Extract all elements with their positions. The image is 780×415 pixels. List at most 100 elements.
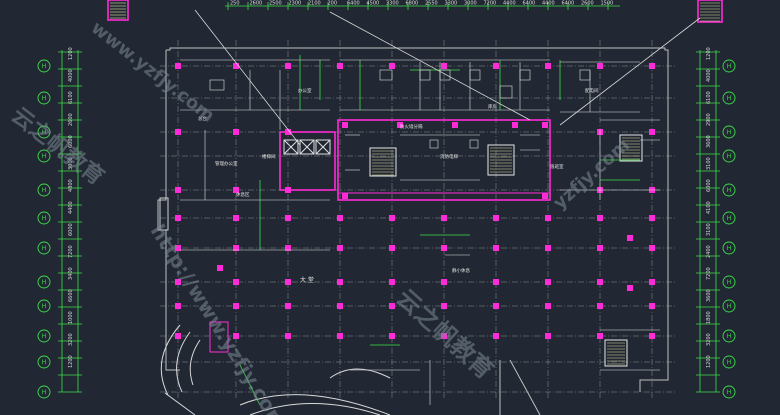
column-marker — [175, 245, 181, 251]
axis-bubble — [37, 59, 51, 73]
column-marker — [597, 245, 603, 251]
axis-letter: H — [727, 245, 732, 252]
label-room-3: 库房 — [488, 103, 497, 110]
column-marker — [233, 303, 239, 309]
column-marker — [441, 245, 447, 251]
axis-bubble — [37, 385, 51, 399]
axis-letter: H — [727, 303, 732, 310]
label-stair: 楼梯间 — [262, 153, 276, 160]
dim-text-left: 7200 — [68, 245, 74, 258]
column-marker — [542, 122, 548, 128]
column-marker — [441, 215, 447, 221]
dim-text-right: 2900 — [706, 113, 712, 126]
axis-bubble — [722, 355, 736, 369]
column-marker — [285, 187, 291, 193]
watermark-2: www.yzfjy.com — [87, 17, 219, 126]
column-marker — [337, 63, 343, 69]
axis-bubble — [37, 149, 51, 163]
dim-text-top: 6400 — [562, 1, 575, 7]
dim-line — [239, 364, 261, 406]
dim-text-right: 1200 — [706, 47, 712, 60]
column-marker — [285, 129, 291, 135]
axis-bubble — [37, 299, 51, 313]
axis-bubble — [722, 275, 736, 289]
detail-fixture — [469, 139, 479, 149]
axis-bubble — [37, 91, 51, 105]
axis-letter: H — [727, 333, 732, 340]
column-marker — [233, 129, 239, 135]
detail-fixture — [499, 85, 513, 99]
label-hall: 大 堂 — [300, 276, 314, 284]
axis-letter: H — [42, 389, 47, 396]
dim-text-right: 3100 — [706, 223, 712, 236]
column-marker — [597, 279, 603, 285]
room-labels: 大 堂 静小休息 防火墙分隔 管理办公室 楼梯间 消防电梯 总台 办公室 库房 … — [198, 87, 599, 284]
stair-symbols — [107, 0, 723, 367]
column-marker — [493, 63, 499, 69]
structural-columns — [175, 63, 655, 339]
column-marker — [337, 303, 343, 309]
column-marker — [452, 122, 458, 128]
axis-bubble — [722, 183, 736, 197]
column-marker — [512, 122, 518, 128]
column-marker — [175, 215, 181, 221]
column-marker — [545, 63, 551, 69]
detail-fixture — [209, 79, 225, 91]
dim-text-top: 6400 — [523, 1, 536, 7]
axis-letter: H — [42, 153, 47, 160]
column-marker — [175, 187, 181, 193]
watermark-3: http://www.yzfjy.com — [146, 220, 292, 415]
dim-text-top: 2550 — [425, 1, 438, 7]
vertical-grid-lines — [177, 40, 653, 400]
column-marker — [233, 215, 239, 221]
label-room-1: 总台 — [198, 115, 207, 122]
axis-bubble — [37, 241, 51, 255]
dim-text-top: 2500 — [269, 1, 282, 7]
column-marker — [597, 333, 603, 339]
elevator-boxes — [283, 139, 331, 155]
label-room-2: 办公室 — [298, 87, 312, 94]
detail-linework — [180, 59, 660, 405]
axis-letter: H — [42, 303, 47, 310]
axis-letter: H — [42, 279, 47, 286]
column-marker — [627, 285, 633, 291]
column-marker — [233, 333, 239, 339]
column-marker — [233, 63, 239, 69]
column-marker — [389, 303, 395, 309]
dim-text-left: 1200 — [68, 355, 74, 368]
dim-text-top: 200 — [328, 1, 338, 7]
label-office: 管理办公室 — [215, 160, 238, 167]
column-marker — [175, 279, 181, 285]
column-marker — [649, 63, 655, 69]
dim-text-left: 1200 — [68, 47, 74, 60]
column-marker — [389, 279, 395, 285]
column-marker — [649, 245, 655, 251]
column-marker — [175, 129, 181, 135]
dim-text-top: 3300 — [445, 1, 458, 7]
watermark-5: yzfjy.com — [549, 135, 634, 214]
column-marker — [441, 303, 447, 309]
column-marker — [337, 245, 343, 251]
column-marker — [493, 303, 499, 309]
detail-fixture — [519, 69, 531, 81]
column-marker — [649, 279, 655, 285]
column-marker — [285, 279, 291, 285]
column-marker — [493, 215, 499, 221]
column-marker — [597, 215, 603, 221]
dim-text-right: 4000 — [706, 69, 712, 82]
axis-letter: H — [42, 245, 47, 252]
dim-text-top: 3000 — [464, 1, 477, 7]
label-lobby: 静小休息 — [452, 267, 470, 274]
dim-text-left: 3000 — [68, 157, 74, 170]
column-marker — [342, 193, 348, 199]
dim-text-right: 1200 — [706, 355, 712, 368]
column-marker — [233, 245, 239, 251]
column-marker — [389, 245, 395, 251]
axis-letter: H — [727, 279, 732, 286]
axis-letter: H — [727, 153, 732, 160]
dim-text-left: 2600 — [68, 113, 74, 126]
axis-letter: H — [42, 63, 47, 70]
detail-fixture — [439, 69, 451, 81]
